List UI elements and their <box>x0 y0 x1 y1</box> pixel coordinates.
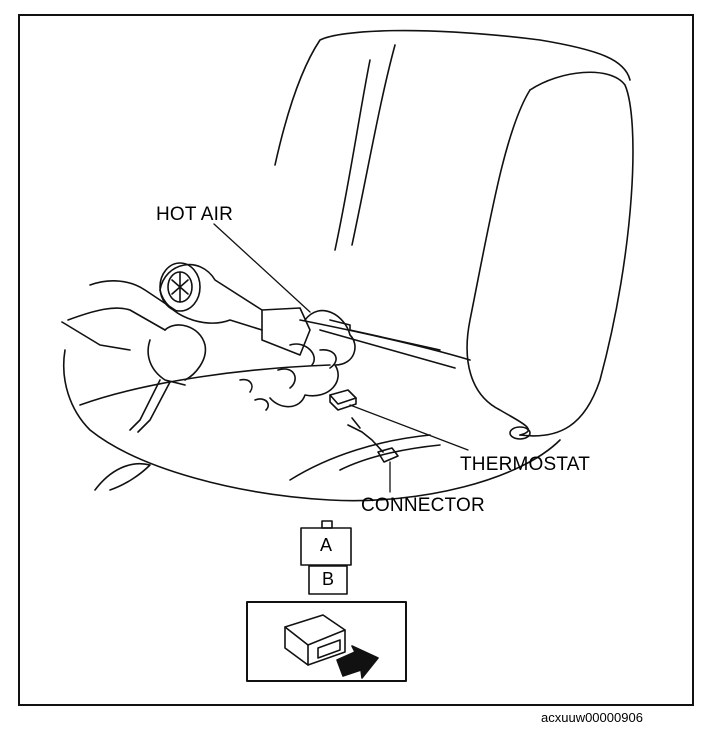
part-b-label: B <box>321 569 334 589</box>
thermostat-part <box>329 389 357 411</box>
connector-diagram <box>300 520 352 595</box>
hot-air-label: HOT AIR <box>156 204 234 225</box>
inset-view <box>246 601 407 682</box>
part-a-label: A <box>319 535 332 555</box>
seat-back <box>274 29 634 440</box>
hair-dryer <box>61 262 311 433</box>
connector-part <box>377 447 399 463</box>
leader-lines <box>213 223 469 493</box>
part-b-box <box>308 565 348 595</box>
wire-harness <box>347 417 384 453</box>
hot-air-plume <box>239 309 356 411</box>
part-a-box <box>300 527 352 566</box>
figure-frame <box>18 14 694 706</box>
connector-label: CONNECTOR <box>361 495 485 516</box>
figure-code: acxuuw00000906 <box>541 710 643 725</box>
thermostat-label: THERMOSTAT <box>460 454 591 475</box>
seat-cushion <box>62 349 561 502</box>
